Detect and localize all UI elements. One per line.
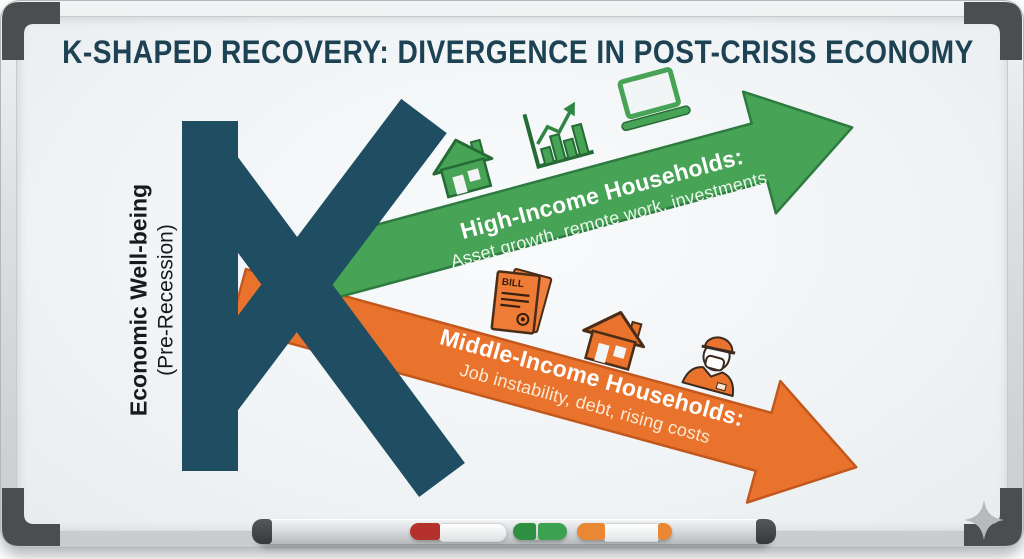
orange-branch-icons: BILL [490, 267, 736, 398]
corner-cap-top-right [964, 2, 1022, 60]
corner-cap-top-left [2, 2, 60, 60]
tray-end-cap-left [252, 519, 272, 544]
marker-tray [252, 519, 776, 544]
star-logo-icon [964, 500, 1004, 540]
house-icon [432, 138, 494, 199]
red-marker-cap [410, 523, 440, 540]
orange-marker-cap [577, 523, 605, 540]
laptop-icon [617, 67, 691, 132]
growth-chart-icon [522, 101, 595, 169]
orange-marker-tip [658, 523, 672, 540]
red-marker-body [440, 523, 507, 542]
orange-marker-body [605, 523, 658, 542]
house-icon [582, 311, 646, 371]
tray-end-cap-right [756, 519, 776, 544]
orange-marker [577, 523, 672, 542]
green-marker [513, 523, 567, 540]
bill-label: BILL [501, 277, 524, 290]
page-title: K-SHAPED RECOVERY: DIVERGENCE IN POST-CR… [62, 34, 974, 70]
worker-icon [681, 336, 736, 398]
green-marker-cap [513, 523, 536, 540]
corner-cap-bottom-right [964, 488, 1022, 546]
red-marker [410, 523, 507, 542]
bill-icon: BILL [490, 267, 553, 335]
k-letter [182, 98, 465, 497]
green-arrow [288, 90, 854, 308]
title-row: K-SHAPED RECOVERY: DIVERGENCE IN POST-CR… [0, 34, 1024, 71]
corner-cap-bottom-left [2, 488, 60, 546]
green-marker-body [538, 523, 567, 540]
green-branch-icons [432, 67, 691, 199]
